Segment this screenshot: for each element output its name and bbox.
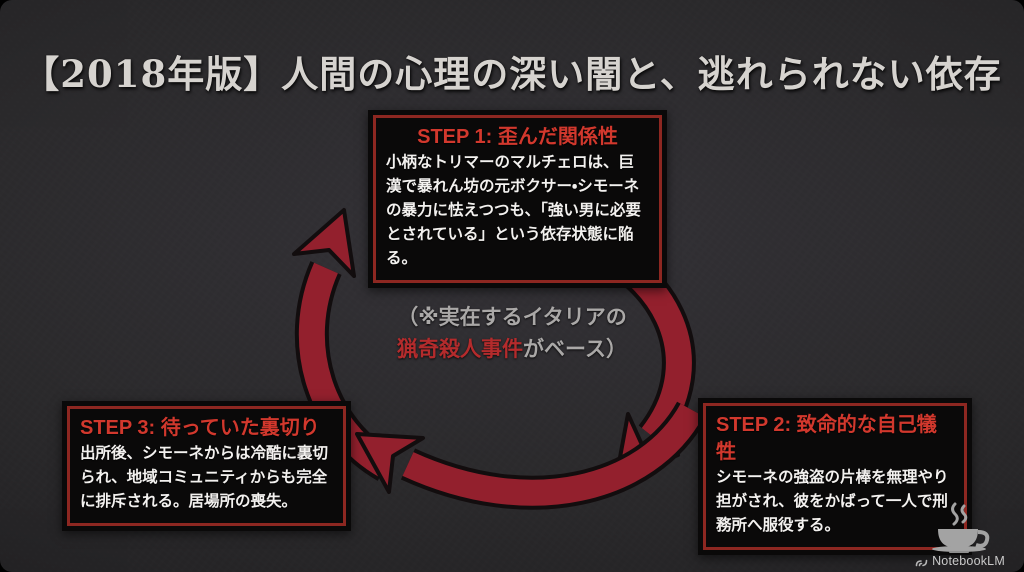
center-note-highlight: 猟奇殺人事件 xyxy=(397,337,524,361)
step2-box: STEP 2: 致命的な自己犠牲 シモーネの強盗の片棒を無理やり担がされ、彼をか… xyxy=(698,398,972,556)
slide-title: 【2018年版】人間の心理の深い闇と、逃れられない依存 xyxy=(22,52,1002,96)
center-note-suffix: がベース） xyxy=(523,337,627,361)
step1-box: STEP 1: 歪んだ関係性 小柄なトリマーのマルチェロは、巨漢で暴れん坊の元ボ… xyxy=(368,110,667,289)
step1-title: STEP 1: 歪んだ関係性 xyxy=(417,126,618,148)
notebooklm-wordmark: NotebookLM xyxy=(915,554,1005,568)
cycle-arrow-step3-to-step1 xyxy=(292,208,395,481)
step2-title: STEP 2: 致命的な自己犠牲 xyxy=(716,414,937,463)
step1-body: 小柄なトリマーのマルチェロは、巨漢で暴れん坊の元ボクサー・シモーネの暴力に怯えつ… xyxy=(386,154,641,268)
step2-body: シモーネの強盗の片棒を無理やり担がされ、彼をかばって一人で刑務所へ服役する。 xyxy=(716,469,949,535)
notebooklm-label: NotebookLM xyxy=(932,554,1005,568)
center-note: （※実在するイタリアの 猟奇殺人事件がベース） xyxy=(397,302,627,365)
notebooklm-logo-icon xyxy=(915,559,928,566)
cycle-arrow-step2-to-step3 xyxy=(355,401,707,510)
step3-box: STEP 3: 待っていた裏切り 出所後、シモーネからは冷酷に裏切られ、地域コミ… xyxy=(62,401,351,532)
step3-body: 出所後、シモーネからは冷酷に裏切られ、地域コミュニティからも完全に排斥される。居… xyxy=(80,445,329,511)
notebooklm-branding: NotebookLM xyxy=(910,501,1010,568)
center-note-line1: （※実在するイタリアの xyxy=(397,306,627,329)
coffee-cup-icon xyxy=(932,502,990,553)
step1-box-frame: STEP 1: 歪んだ関係性 小柄なトリマーのマルチェロは、巨漢で暴れん坊の元ボ… xyxy=(373,115,662,284)
step2-box-frame: STEP 2: 致命的な自己犠牲 シモーネの強盗の片棒を無理やり担がされ、彼をか… xyxy=(703,403,967,551)
step3-title: STEP 3: 待っていた裏切り xyxy=(80,417,320,439)
step3-box-frame: STEP 3: 待っていた裏切り 出所後、シモーネからは冷酷に裏切られ、地域コミ… xyxy=(67,406,346,527)
